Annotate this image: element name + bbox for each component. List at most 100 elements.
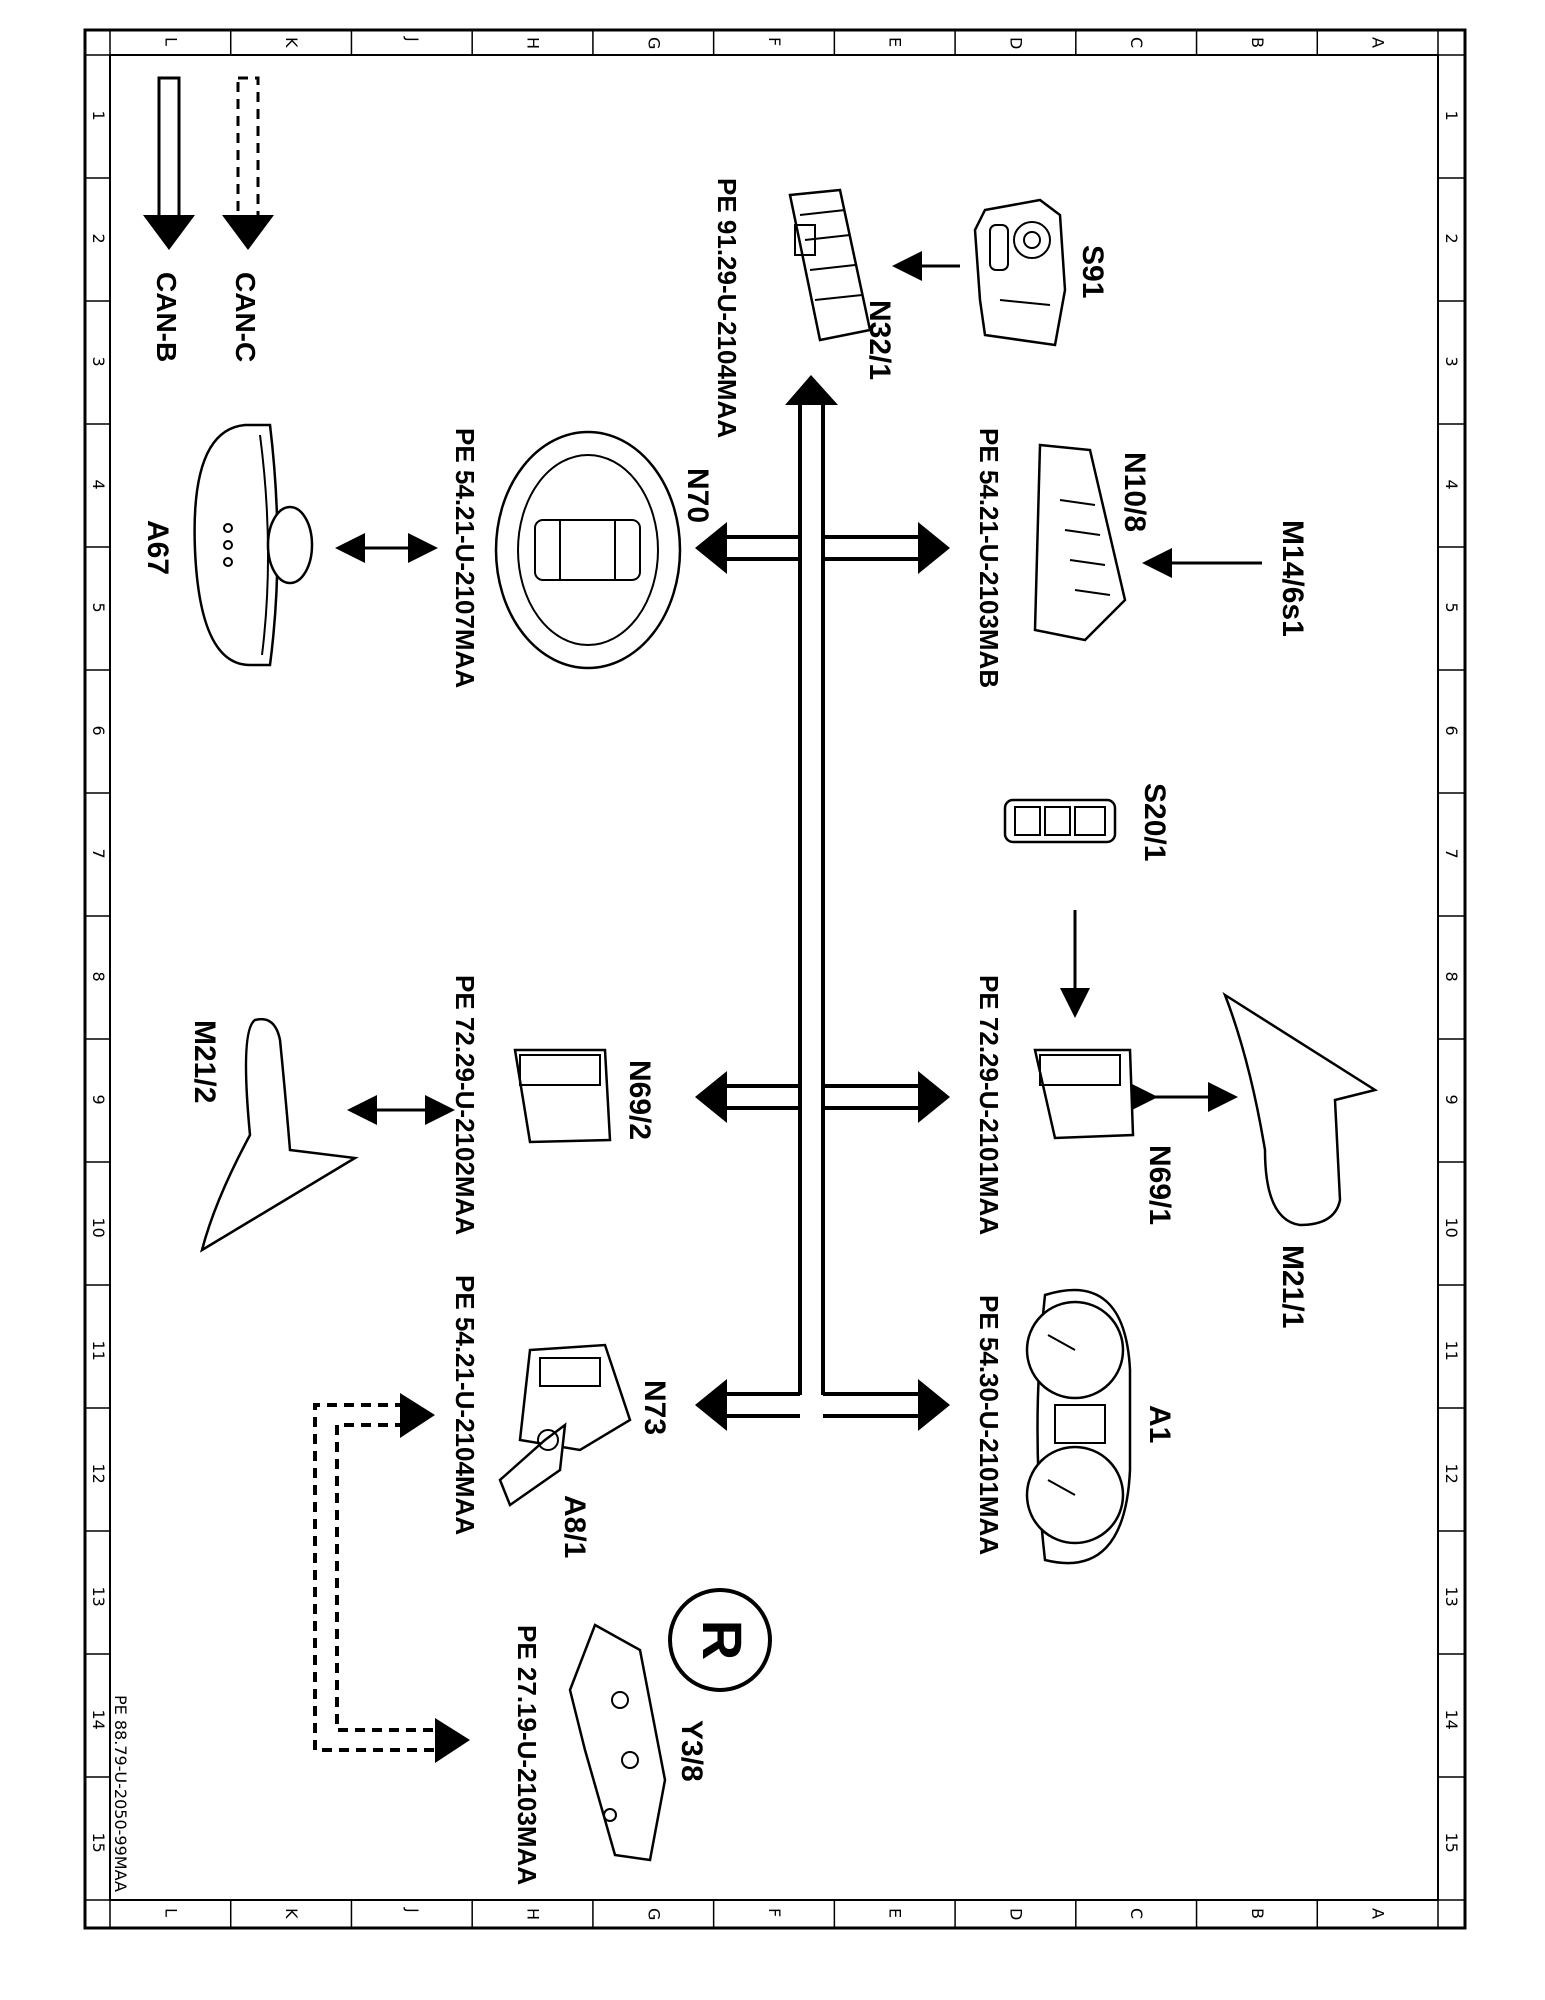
grid-number-11: 11: [1442, 1341, 1461, 1361]
grid-letter-L: L: [161, 1908, 180, 1917]
grid-letter-B: B: [1248, 1908, 1267, 1919]
bus-branch-n70-n10-8: [695, 522, 950, 574]
grid-number-10: 10: [89, 1218, 108, 1238]
a1-label: A1: [1143, 1405, 1176, 1443]
grid-letter-A: A: [1369, 1908, 1388, 1919]
n73-reference: PE 54.21-U-2104MAA: [450, 1275, 480, 1535]
grid-number-9: 9: [1442, 1095, 1461, 1105]
can-b-link-n73-y3-8: [313, 1393, 470, 1763]
n69-2-label: N69/2: [623, 1060, 656, 1140]
grid-letter-D: D: [1006, 37, 1025, 49]
n10-8-label: N10/8: [1118, 452, 1151, 532]
m21-1-side-mirror-icon: [1222, 991, 1379, 1227]
grid-number-4: 4: [89, 480, 108, 490]
grid-number-8: 8: [89, 972, 108, 982]
grid-letter-K: K: [282, 1908, 301, 1919]
legend-can-b-label: CAN-B: [151, 272, 182, 362]
branch-arrowhead: [695, 522, 727, 574]
grid-number-12: 12: [89, 1464, 108, 1484]
grid-number-6: 6: [1442, 726, 1461, 736]
grid-letter-J: J: [403, 1907, 422, 1913]
grid-letter-L: L: [161, 37, 180, 46]
legend-can-b: CAN-B: [143, 76, 195, 362]
s91-label: S91: [1076, 245, 1109, 298]
a8-1-label: A8/1: [558, 1495, 591, 1558]
grid-number-3: 3: [1442, 357, 1461, 367]
y3-8-valve-body-icon: [568, 1623, 667, 1862]
grid-number-14: 14: [89, 1710, 108, 1730]
grid-number-5: 5: [89, 603, 108, 613]
grid-number-12: 12: [1442, 1464, 1461, 1484]
can-c-bus: [785, 375, 838, 1395]
m21-1-label: M21/1: [1276, 1245, 1309, 1328]
grid-number-9: 9: [89, 1095, 108, 1105]
n69-1-module-icon: [1033, 1048, 1135, 1140]
grid-number-6: 6: [89, 726, 108, 736]
n32-1-module-icon: [788, 188, 872, 342]
a67-mirror-icon: [193, 423, 314, 667]
m21-2-label: M21/2: [188, 1020, 221, 1103]
grid-letter-C: C: [1127, 1908, 1146, 1919]
grid-letter-J: J: [403, 36, 422, 42]
s91-switch-icon: [973, 198, 1067, 347]
a1-reference: PE 54.30-U-2101MAA: [974, 1295, 1004, 1555]
branch-arrowhead: [918, 1379, 950, 1431]
n70-reference: PE 54.21-U-2107MAA: [450, 428, 480, 688]
grid-number-10: 10: [1442, 1218, 1461, 1238]
n32-1-reference: PE 91.29-U-2104MAA: [712, 178, 742, 438]
n73-ignition-switch-icon: [518, 1343, 632, 1452]
svg-text:R: R: [691, 1620, 754, 1660]
grid-number-13: 13: [89, 1587, 108, 1607]
n10-8-reference: PE 54.21-U-2103MAB: [974, 428, 1004, 688]
grid-number-1: 1: [1442, 111, 1461, 121]
bus-arrow-to-n32-1: [785, 375, 838, 405]
legend-can-c: CAN-C: [222, 76, 274, 362]
m21-2-side-mirror-icon: [200, 1017, 359, 1253]
grid-number-4: 4: [1442, 480, 1461, 490]
grid-letter-K: K: [282, 37, 301, 48]
legend: CAN-C CAN-B: [143, 76, 274, 362]
a1-instrument-cluster-icon: [1025, 1288, 1132, 1565]
a8-1-key-icon: [498, 1422, 567, 1507]
grid-number-7: 7: [1442, 849, 1461, 859]
grid-letter-B: B: [1248, 37, 1267, 48]
bus-branch-n69-2-n69-1: [695, 1071, 950, 1123]
branch-arrowhead: [918, 522, 950, 574]
m14-6s1-label: M14/6s1: [1276, 520, 1309, 637]
grid-letter-H: H: [524, 37, 543, 49]
n69-2-reference: PE 72.29-U-2102MAA: [450, 975, 480, 1235]
n70-label: N70: [681, 468, 714, 523]
grid-letter-D: D: [1006, 1908, 1025, 1920]
y3-8-label: Y3/8: [675, 1720, 708, 1782]
n69-1-reference: PE 72.29-U-2101MAA: [974, 975, 1004, 1235]
branch-arrowhead: [695, 1379, 727, 1431]
drawing-frame: [83, 28, 1467, 1930]
s20-1-switch-icon: [1003, 798, 1117, 844]
bus-branches: [695, 522, 950, 1431]
grid-number-5: 5: [1442, 603, 1461, 613]
n73-label: N73: [638, 1380, 671, 1435]
document-id: PE 88.79-U-2050-99MAA: [111, 1695, 130, 1892]
grid-number-15: 15: [89, 1833, 108, 1853]
n32-1-label: N32/1: [863, 300, 896, 380]
legend-can-c-label: CAN-C: [230, 272, 261, 362]
grid-letter-E: E: [886, 1908, 905, 1918]
r-circle-symbol: R: [668, 1588, 772, 1692]
grid-number-2: 2: [1442, 234, 1461, 244]
n70-overhead-control-icon: [494, 430, 682, 670]
grid-letter-A: A: [1369, 37, 1388, 48]
y3-8-reference: PE 27.19-U-2103MAA: [512, 1625, 542, 1885]
grid-letter-G: G: [644, 1908, 663, 1920]
branch-arrowhead: [918, 1071, 950, 1123]
n10-8-module-icon: [1033, 443, 1127, 642]
grid-letter-E: E: [886, 37, 905, 47]
grid-number-8: 8: [1442, 972, 1461, 982]
grid-number-14: 14: [1442, 1710, 1461, 1730]
bus-branch-n73-a1: [695, 1379, 950, 1431]
grid-number-13: 13: [1442, 1587, 1461, 1607]
grid-letter-H: H: [524, 1908, 543, 1920]
branch-arrowhead: [695, 1071, 727, 1123]
grid-number-1: 1: [89, 111, 108, 121]
